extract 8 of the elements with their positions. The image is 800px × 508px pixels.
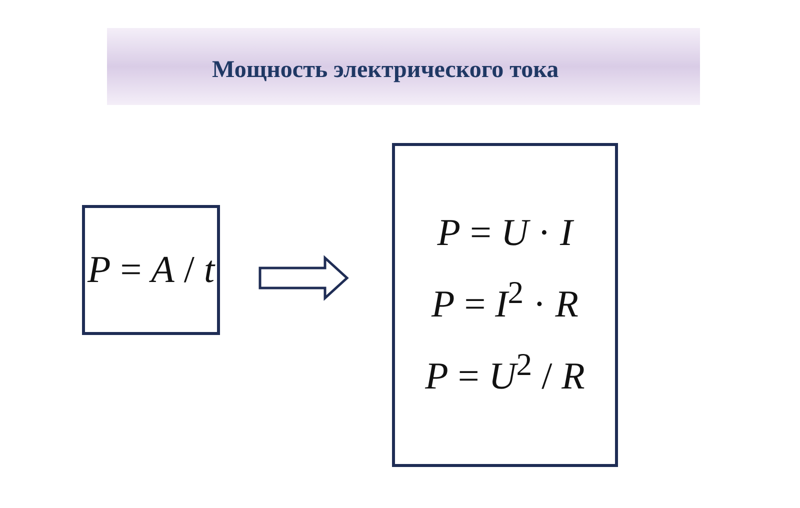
formula: P = A / t xyxy=(88,248,214,292)
formula: P = U$^{2}$ / R xyxy=(425,347,585,399)
formula-box xyxy=(392,143,618,467)
formula: P = I$^{2}$ · R xyxy=(431,275,578,327)
block-arrow xyxy=(258,255,349,301)
formula: P = U · I xyxy=(437,211,573,256)
title: Мощность электрического тока xyxy=(212,57,559,84)
formula-box xyxy=(82,205,220,335)
